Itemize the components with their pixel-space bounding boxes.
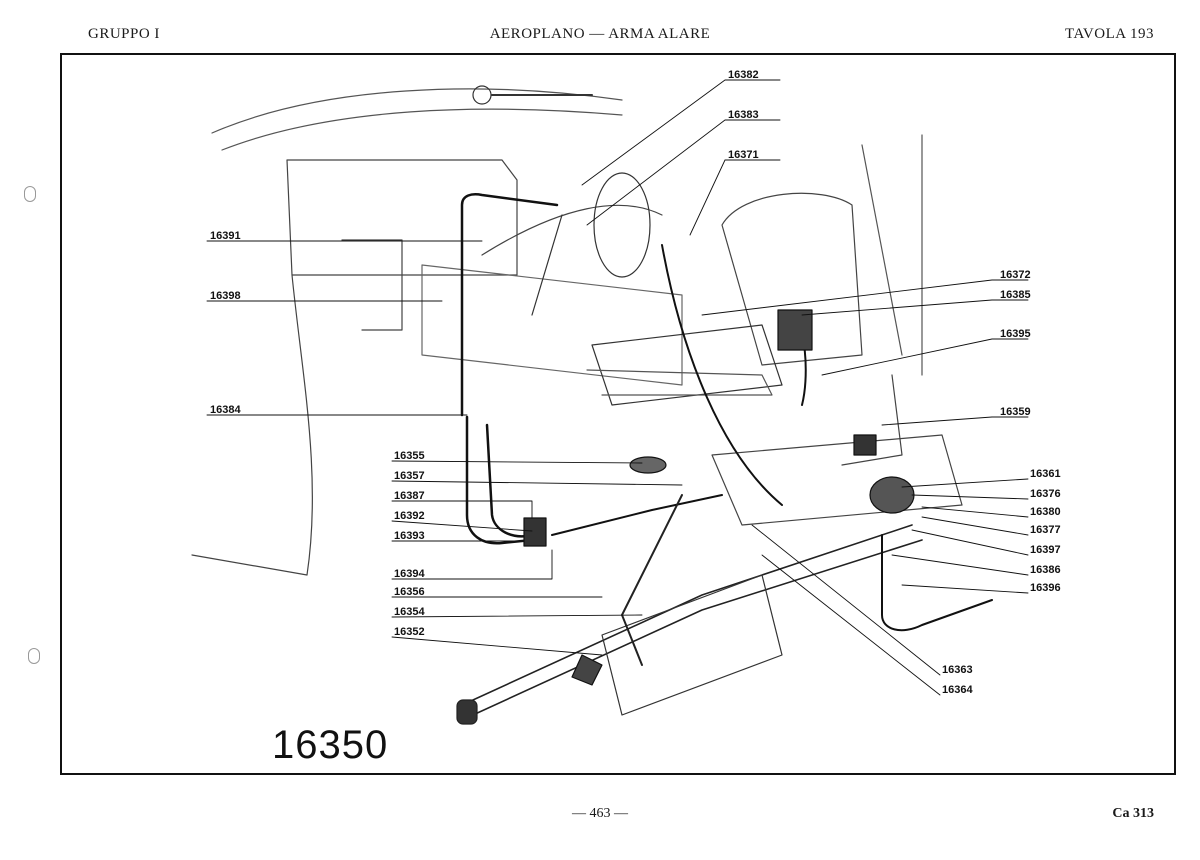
- callout-16352: 16352: [394, 626, 425, 638]
- callout-16382: 16382: [728, 69, 759, 81]
- callout-16363: 16363: [942, 664, 973, 676]
- callout-16396: 16396: [1030, 582, 1061, 594]
- callout-16393: 16393: [394, 530, 425, 542]
- callout-16380: 16380: [1030, 506, 1061, 518]
- callout-16383: 16383: [728, 109, 759, 121]
- group-label: GRUPPO I: [88, 26, 160, 42]
- callout-16364: 16364: [942, 684, 973, 696]
- callout-16391: 16391: [210, 230, 241, 242]
- callout-16395: 16395: [1000, 328, 1031, 340]
- callout-16397: 16397: [1030, 544, 1061, 556]
- callout-16361: 16361: [1030, 468, 1061, 480]
- exploded-diagram-frame: 16382 16383 16371 16391 16398 16372 1638…: [60, 53, 1176, 775]
- callout-16394: 16394: [394, 568, 425, 580]
- callout-16392: 16392: [394, 510, 425, 522]
- callout-16357: 16357: [394, 470, 425, 482]
- callout-16371: 16371: [728, 149, 759, 161]
- callout-16377: 16377: [1030, 524, 1061, 536]
- document-code: Ca 313: [1112, 806, 1154, 821]
- page-title: AEROPLANO — ARMA ALARE: [489, 26, 711, 42]
- callout-16356: 16356: [394, 586, 425, 598]
- punch-hole-mark: [24, 186, 36, 202]
- callout-16359: 16359: [1000, 406, 1031, 418]
- technical-drawing: [191, 79, 1029, 725]
- plate-number: TAVOLA 193: [1065, 26, 1154, 42]
- assembly-number: 16350: [272, 723, 389, 767]
- callout-16385: 16385: [1000, 289, 1031, 301]
- punch-hole-mark: [28, 648, 40, 664]
- callout-16355: 16355: [394, 450, 425, 462]
- callout-16372: 16372: [1000, 269, 1031, 281]
- callout-16354: 16354: [394, 606, 425, 618]
- callout-16398: 16398: [210, 290, 241, 302]
- callout-16384: 16384: [210, 404, 241, 416]
- callout-16376: 16376: [1030, 488, 1061, 500]
- page-number: — 463 —: [572, 806, 628, 821]
- callout-16386: 16386: [1030, 564, 1061, 576]
- callout-16387: 16387: [394, 490, 425, 502]
